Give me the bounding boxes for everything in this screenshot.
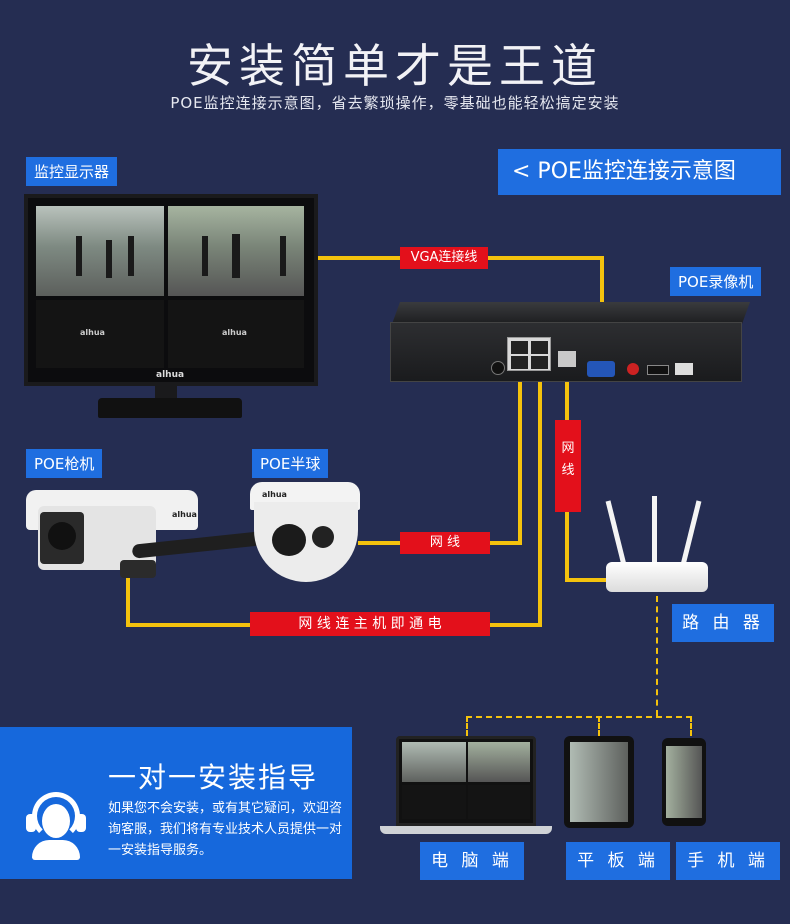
bullet-cable-v1 [126, 575, 130, 627]
brand-logo: alhua [262, 490, 287, 499]
nvr-body [390, 322, 742, 382]
router-cable-h [565, 578, 625, 582]
lan-ports[interactable] [507, 337, 551, 371]
bullet-camera-connector [120, 560, 156, 578]
bullet-camera: alhua [26, 488, 198, 572]
brand-logo: alhua [156, 370, 185, 380]
brand-logo: alhua [172, 510, 197, 519]
guide-title: 一对一安装指导 [108, 761, 319, 794]
router-cable-label-line1: 网 [561, 441, 575, 456]
phone-dash [690, 716, 692, 736]
devices-dash-bar [466, 716, 692, 718]
nvr-label: POE录像机 [670, 267, 762, 296]
camera-view-empty-right: alhua [168, 300, 304, 368]
poe-power-label: 网 线 连 主 机 即 通 电 [250, 612, 490, 636]
brand-logo: alhua [222, 328, 247, 337]
dome-camera: alhua [250, 482, 360, 586]
bullet-cable-v2 [538, 372, 542, 627]
monitor-stand [98, 398, 242, 418]
router-cable-label: 网 线 [555, 420, 581, 512]
nvr-top [392, 302, 751, 324]
audio-port[interactable] [627, 363, 639, 375]
page-title: 安装简单才是王道 [187, 39, 603, 93]
vga-port[interactable] [587, 361, 615, 377]
router-body [606, 562, 708, 592]
bullet-camera-label: POE枪机 [26, 449, 103, 478]
monitor-neck [155, 386, 177, 400]
power-port[interactable] [491, 361, 505, 375]
headset-icon [24, 790, 88, 860]
guide-text: 如果您不会安装，或有其它疑问，欢迎咨询客服，我们将有专业技术人员提供一对一安装指… [108, 801, 343, 858]
dome-camera-label: POE半球 [252, 449, 329, 478]
laptop-screen [396, 736, 536, 826]
laptop-base [380, 826, 552, 834]
usb-port[interactable] [675, 363, 693, 375]
router-dash-down [656, 596, 658, 716]
camera-view-empty-left: alhua [36, 300, 164, 368]
vga-cable-label: VGA连接线 [400, 247, 488, 269]
router-antenna-left [605, 500, 628, 570]
tablet [564, 736, 634, 828]
phone [662, 738, 706, 826]
brand-logo: alhua [80, 328, 105, 337]
router-antenna-right [679, 500, 702, 570]
pc-dash [466, 716, 468, 736]
camera-view-left [36, 206, 164, 296]
net-cable-label: 网 线 [400, 532, 490, 554]
hdmi-port[interactable] [647, 365, 669, 375]
phone-label: 手 机 端 [676, 842, 780, 880]
pc-label: 电 脑 端 [420, 842, 524, 880]
page-subtitle: POE监控连接示意图，省去繁琐操作，零基础也能轻松搞定安装 [170, 94, 620, 112]
camera-view-right [168, 206, 304, 296]
dome-cable-v [518, 372, 522, 545]
router-cable-label-line2: 线 [561, 463, 575, 478]
diagram-tag: < POE监控连接示意图 [498, 149, 781, 195]
router-antenna-mid [652, 496, 657, 570]
tablet-label: 平 板 端 [566, 842, 670, 880]
monitor-label: 监控显示器 [26, 157, 118, 186]
wan-port[interactable] [558, 351, 576, 367]
tablet-dash [598, 716, 600, 736]
router-label: 路 由 器 [672, 604, 774, 642]
monitor-frame: alhua alhua alhua [24, 194, 318, 386]
